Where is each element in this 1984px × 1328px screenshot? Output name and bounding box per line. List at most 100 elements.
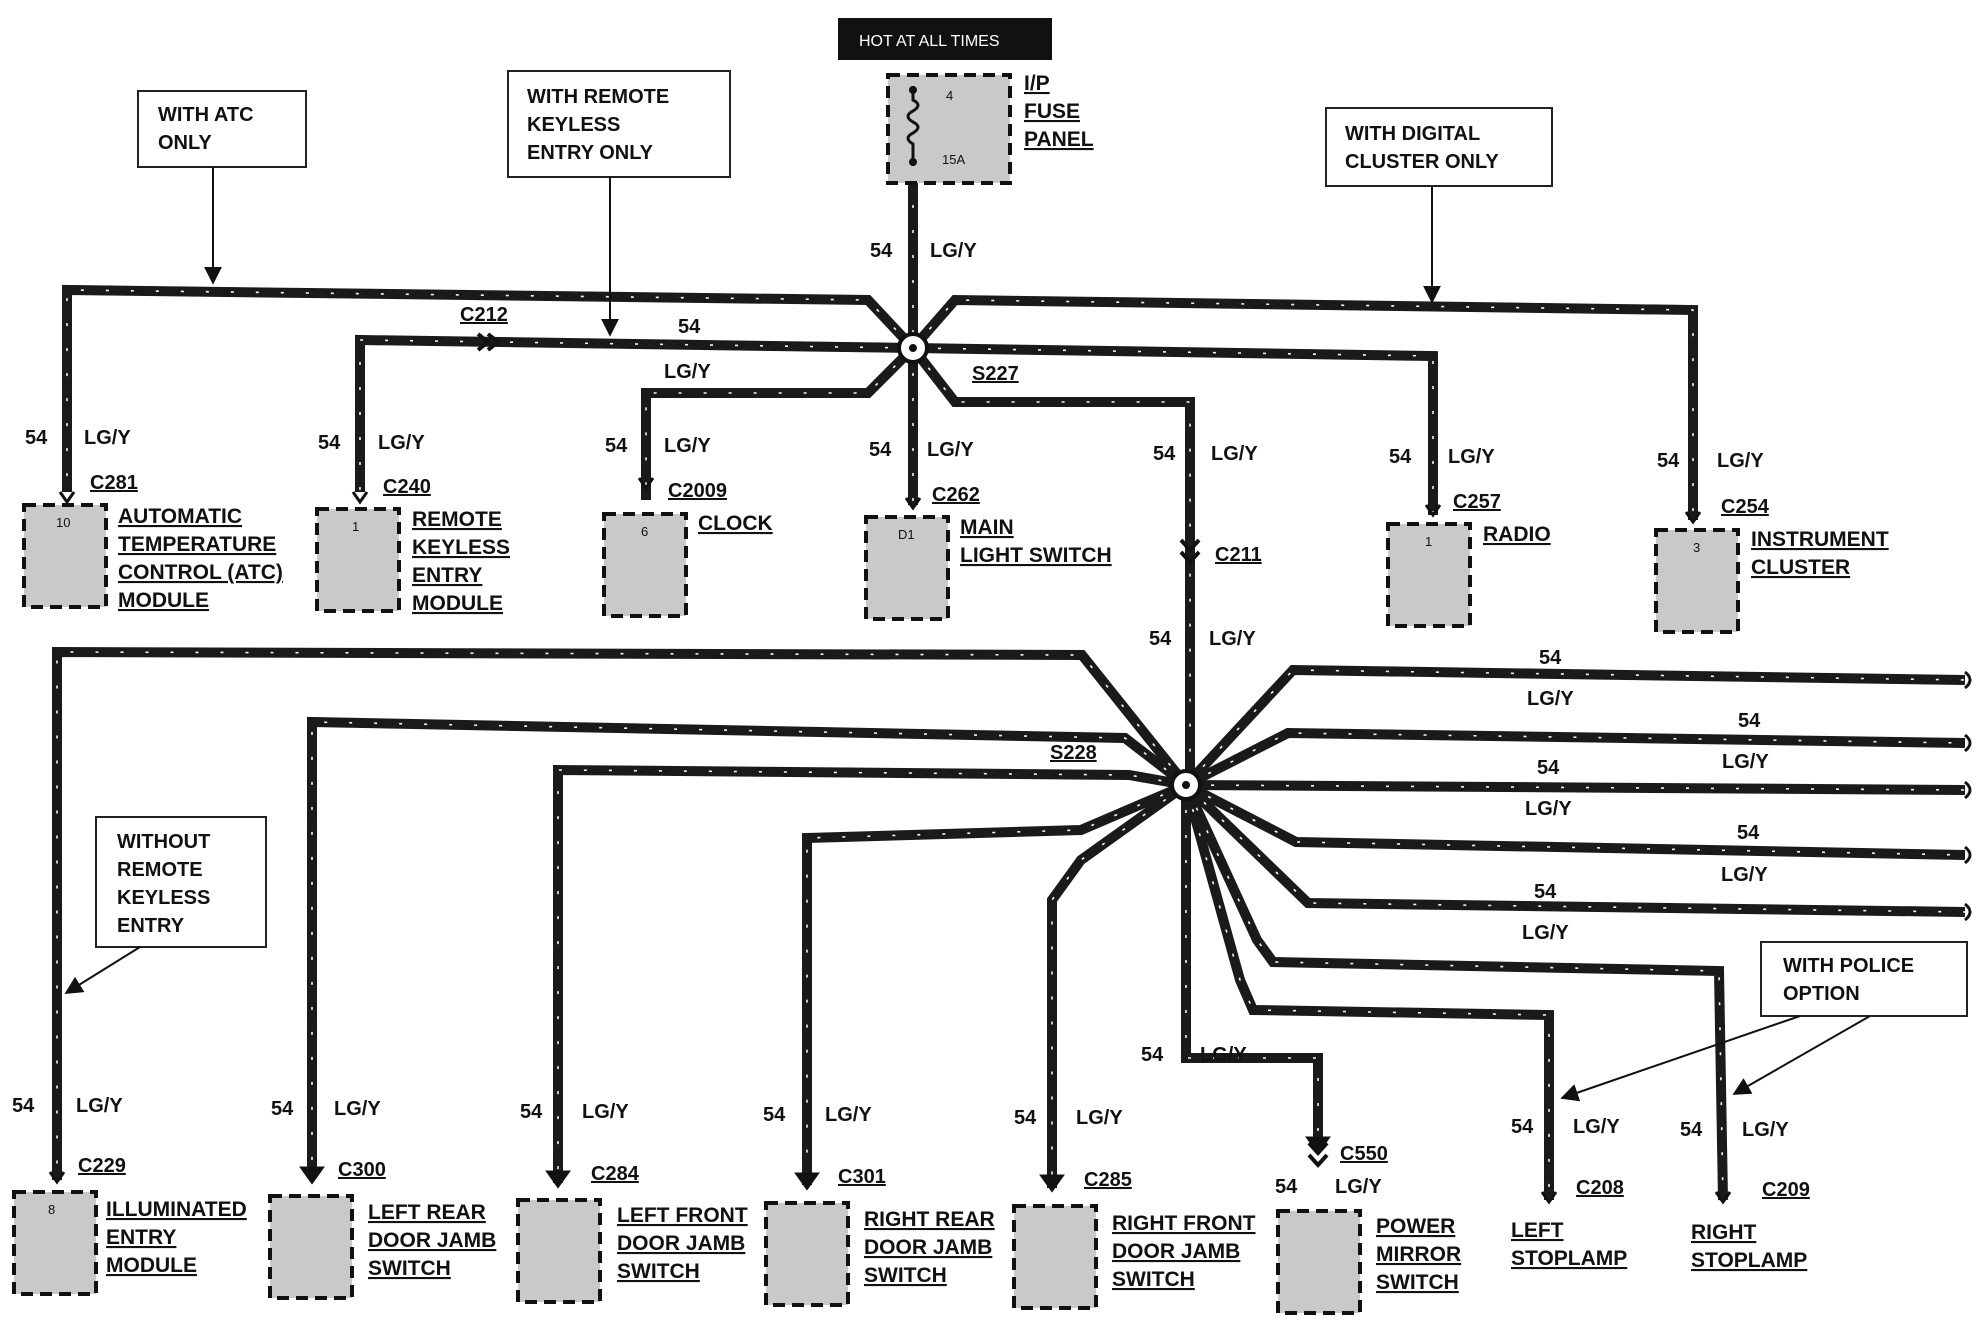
circuit-number: 54 (678, 316, 701, 338)
svg-text:C240: C240 (383, 476, 431, 498)
inline-connector-c212-glyph (476, 332, 502, 352)
svg-text:KEYLESS: KEYLESS (527, 114, 620, 136)
circuit-number: 54 (1149, 628, 1172, 650)
inline-connector-c550-glyph (1307, 1141, 1329, 1168)
connector-c550-label: C550 (1340, 1143, 1388, 1165)
note-with-digital-cluster: WITH DIGITAL CLUSTER ONLY (1325, 107, 1553, 304)
circuit-number: 54 (870, 240, 893, 262)
fuse-terminal-bottom (909, 158, 917, 166)
svg-text:DOOR JAMB: DOOR JAMB (1112, 1240, 1240, 1263)
circuit-color: LG/Y (1211, 443, 1258, 465)
svg-text:C262: C262 (932, 484, 980, 506)
fuse-pin-top: 4 (946, 88, 953, 103)
svg-text:WITHOUT: WITHOUT (117, 831, 210, 853)
svg-text:AUTOMATIC: AUTOMATIC (118, 505, 242, 528)
component-left-rear-door-jamb-switch: C300 LEFT REAR DOOR JAMB SWITCH (268, 1159, 496, 1300)
circuit-color: LG/Y (825, 1104, 872, 1126)
circuit-number: 54 (1657, 450, 1680, 472)
svg-text:MODULE: MODULE (118, 589, 209, 612)
component-right-front-door-jamb-switch: C285 RIGHT FRONT DOOR JAMB SWITCH (1012, 1169, 1256, 1310)
circuit-color: LG/Y (927, 439, 974, 461)
fuse-terminal-top (909, 86, 917, 94)
svg-text:LEFT REAR: LEFT REAR (368, 1201, 486, 1224)
circuit-color: LG/Y (1742, 1119, 1789, 1141)
circuit-color: LG/Y (334, 1098, 381, 1120)
svg-text:WITH POLICE: WITH POLICE (1783, 955, 1914, 977)
circuit-color: LG/Y (1200, 1044, 1247, 1066)
note-with-remote-keyless: WITH REMOTE KEYLESS ENTRY ONLY (507, 70, 731, 337)
svg-text:C208: C208 (1576, 1177, 1624, 1199)
svg-text:ENTRY: ENTRY (117, 915, 185, 937)
svg-text:C2009: C2009 (668, 480, 727, 502)
svg-text:ENTRY: ENTRY (106, 1226, 176, 1249)
svg-text:STOPLAMP: STOPLAMP (1511, 1247, 1627, 1270)
svg-text:RIGHT: RIGHT (1691, 1221, 1757, 1244)
svg-text:POWER: POWER (1376, 1215, 1455, 1238)
svg-text:WITH ATC: WITH ATC (158, 104, 254, 126)
circuit-color: LG/Y (76, 1095, 123, 1117)
svg-text:CLOCK: CLOCK (698, 512, 773, 535)
component-left-stoplamp: C208 LEFT STOPLAMP (1511, 1177, 1627, 1270)
connector-c212-label: C212 (460, 304, 508, 326)
circuit-color: LG/Y (1448, 446, 1495, 468)
circuit-color: LG/Y (930, 240, 977, 262)
svg-text:SWITCH: SWITCH (368, 1257, 451, 1280)
svg-text:RADIO: RADIO (1483, 523, 1551, 546)
svg-text:REMOTE: REMOTE (117, 859, 203, 881)
svg-text:C284: C284 (591, 1163, 640, 1185)
circuit-color: LG/Y (378, 432, 425, 454)
splice-s228-label: S228 (1050, 742, 1097, 764)
svg-text:MIRROR: MIRROR (1376, 1243, 1461, 1266)
splice-s227-label: S227 (972, 363, 1019, 385)
circuit-number: 54 (1534, 881, 1557, 903)
svg-text:CLUSTER ONLY: CLUSTER ONLY (1345, 151, 1499, 173)
component-right-rear-door-jamb-switch: C301 RIGHT REAR DOOR JAMB SWITCH (764, 1166, 995, 1307)
component-right-stoplamp: C209 RIGHT STOPLAMP (1691, 1179, 1810, 1272)
circuit-number: 54 (1153, 443, 1176, 465)
circuit-number: 54 (318, 432, 341, 454)
svg-text:CONTROL (ATC): CONTROL (ATC) (118, 561, 283, 584)
component-power-mirror-switch: POWER MIRROR SWITCH (1276, 1209, 1461, 1315)
svg-text:C209: C209 (1762, 1179, 1810, 1201)
circuit-color: LG/Y (1335, 1176, 1382, 1198)
splice-s228-dot (1182, 781, 1190, 789)
circuit-number: 54 (1275, 1176, 1298, 1198)
svg-text:OPTION: OPTION (1783, 983, 1860, 1005)
hot-at-all-times-banner (838, 18, 1052, 60)
circuit-color: LG/Y (1573, 1116, 1620, 1138)
wire-harness (52, 180, 1966, 1201)
component-clock: 6 C2009 CLOCK (602, 480, 773, 618)
component-illuminated-entry-module: 8 C229 ILLUMINATED ENTRY MODULE (12, 1155, 247, 1296)
circuit-number: 54 (1511, 1116, 1534, 1138)
svg-text:SWITCH: SWITCH (617, 1260, 700, 1283)
svg-text:ENTRY ONLY: ENTRY ONLY (527, 142, 654, 164)
svg-text:ILLUMINATED: ILLUMINATED (106, 1198, 247, 1221)
svg-text:REMOTE: REMOTE (412, 508, 502, 531)
svg-text:C254: C254 (1721, 496, 1770, 518)
component-left-front-door-jamb-switch: C284 LEFT FRONT DOOR JAMB SWITCH (516, 1163, 748, 1304)
fuse-symbol-icon (906, 86, 920, 166)
svg-text:6: 6 (641, 524, 648, 539)
hot-at-all-times-text: HOT AT ALL TIMES (859, 33, 1000, 50)
svg-text:ONLY: ONLY (158, 132, 212, 154)
svg-text:8: 8 (48, 1202, 55, 1217)
circuit-number: 54 (1738, 710, 1761, 732)
svg-text:KEYLESS: KEYLESS (117, 887, 210, 909)
circuit-number: 54 (1737, 822, 1760, 844)
svg-text:WITH DIGITAL: WITH DIGITAL (1345, 123, 1480, 145)
circuit-number: 54 (1537, 757, 1560, 779)
svg-text:1: 1 (1425, 534, 1432, 549)
svg-text:TEMPERATURE: TEMPERATURE (118, 533, 276, 556)
wire-stripes (56, 180, 1966, 1201)
circuit-color: LG/Y (1209, 628, 1256, 650)
circuit-color: LG/Y (1717, 450, 1764, 472)
svg-text:3: 3 (1693, 540, 1700, 555)
circuit-color: LG/Y (1076, 1107, 1123, 1129)
component-radio: 1 C257 RADIO (1386, 491, 1551, 628)
wire-continuation-marks (1964, 670, 1972, 922)
connector-c211-label: C211 (1215, 544, 1262, 566)
circuit-number: 54 (1389, 446, 1412, 468)
circuit-color: LG/Y (1721, 864, 1768, 886)
circuit-number: 54 (12, 1095, 35, 1117)
